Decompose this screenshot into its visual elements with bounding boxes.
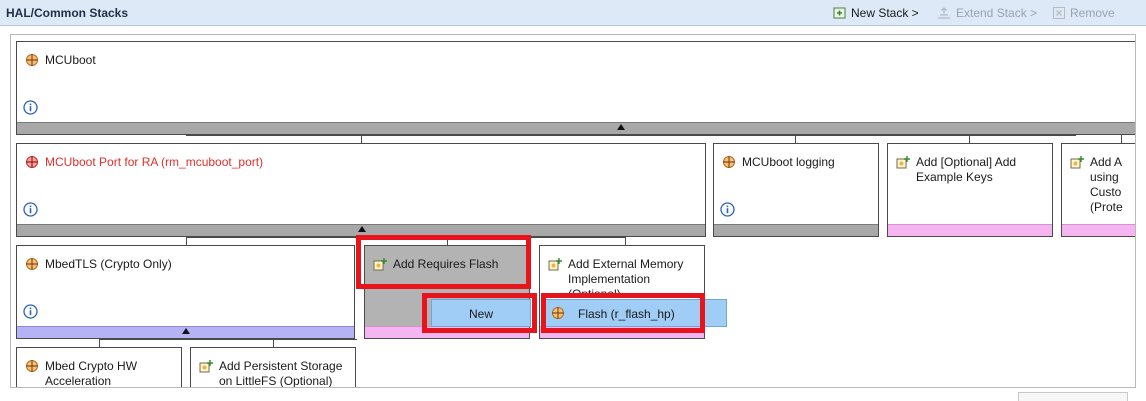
extend-stack-button[interactable]: Extend Stack >	[936, 6, 1037, 20]
new-stack-button[interactable]: New Stack >	[833, 6, 919, 20]
add-module-icon	[199, 359, 213, 373]
add-example-keys-slot[interactable]: Add [Optional] Add Example Keys	[887, 143, 1053, 237]
info-icon[interactable]	[720, 202, 735, 217]
add-requires-flash-label: Add Requires Flash	[393, 257, 499, 271]
module-icon	[25, 257, 39, 271]
collapse-arrow-icon[interactable]	[182, 328, 190, 334]
add-littlefs-slot[interactable]: Add Persistent Storage on LittleFS (Opti…	[190, 347, 356, 388]
mbed-crypto-hw-module[interactable]: Mbed Crypto HW Acceleration	[16, 347, 182, 388]
optional-bar	[888, 224, 1052, 236]
connector	[447, 237, 448, 245]
collapse-arrow-icon[interactable]	[358, 226, 366, 232]
connector	[99, 339, 100, 347]
stack-canvas: MCUboot MCUboot Port for RA (rm_mcuboot_…	[10, 34, 1136, 388]
collapse-bar[interactable]	[17, 122, 1135, 134]
collapse-bar[interactable]	[17, 326, 354, 338]
module-icon	[25, 53, 39, 67]
highlight-requires-flash	[356, 235, 531, 289]
mcuboot-port-module[interactable]: MCUboot Port for RA (rm_mcuboot_port)	[16, 143, 706, 237]
mbedtls-module[interactable]: MbedTLS (Crypto Only)	[16, 245, 355, 339]
menu-item-new[interactable]: New	[431, 299, 531, 327]
module-icon	[722, 155, 736, 169]
extend-stack-icon	[936, 6, 952, 20]
info-icon[interactable]	[23, 304, 38, 319]
connector	[795, 135, 796, 143]
menu-item-flash[interactable]: Flash (r_flash_hp)	[543, 299, 727, 327]
mcuboot-logging-label: MCUboot logging	[742, 155, 835, 169]
add-module-icon	[548, 257, 562, 271]
menu-item-flash-label: Flash (r_flash_hp)	[578, 307, 675, 321]
connector	[1121, 135, 1122, 143]
module-error-icon	[25, 155, 39, 169]
mcuboot-module[interactable]: MCUboot	[16, 41, 1135, 135]
connector	[361, 135, 362, 143]
optional-bar	[1062, 224, 1135, 236]
add-module-icon	[373, 257, 387, 271]
menu-item-new-label: New	[468, 307, 493, 321]
remove-icon	[1052, 6, 1066, 20]
add-partial-label: Add A using Custo (Prote	[1090, 155, 1123, 214]
extend-stack-label: Extend Stack >	[956, 6, 1038, 20]
highlight-menu-flash	[541, 293, 705, 333]
add-module-icon	[896, 155, 910, 169]
remove-button[interactable]: Remove	[1052, 6, 1115, 20]
mbedtls-label: MbedTLS (Crypto Only)	[45, 257, 172, 271]
info-icon[interactable]	[23, 100, 38, 115]
add-example-keys-label: Add [Optional] Add Example Keys	[916, 155, 1017, 184]
view-title: HAL/Common Stacks	[6, 6, 129, 20]
horizontal-scrollbar[interactable]	[1018, 392, 1128, 401]
flash-module-icon	[551, 306, 565, 323]
info-icon[interactable]	[23, 202, 38, 217]
add-module-icon	[1070, 155, 1084, 169]
module-icon	[25, 359, 39, 373]
add-external-memory-label: Add External Memory Implementation (Opti…	[568, 257, 684, 293]
mcuboot-logging-module[interactable]: MCUboot logging	[713, 143, 879, 237]
collapse-arrow-icon[interactable]	[617, 124, 625, 130]
connector	[186, 237, 187, 245]
view-toolbar: HAL/Common Stacks New Stack > Extend Sta…	[0, 0, 1146, 26]
connector	[273, 339, 274, 347]
highlight-menu-new	[422, 293, 537, 333]
mbed-crypto-hw-label: Mbed Crypto HW Acceleration	[45, 359, 138, 388]
connector	[99, 339, 357, 340]
connector	[969, 135, 970, 143]
add-littlefs-label: Add Persistent Storage on LittleFS (Opti…	[219, 359, 343, 388]
connector	[625, 237, 626, 245]
mcuboot-label: MCUboot	[45, 53, 96, 67]
connector	[186, 135, 1076, 136]
remove-label: Remove	[1070, 6, 1115, 20]
add-partial-slot[interactable]: Add A using Custo (Prote	[1061, 143, 1135, 237]
mcuboot-port-label: MCUboot Port for RA (rm_mcuboot_port)	[45, 155, 264, 169]
new-stack-label: New Stack >	[851, 6, 919, 20]
new-stack-icon	[833, 6, 847, 20]
collapse-bar[interactable]	[17, 224, 705, 236]
collapse-bar[interactable]	[714, 224, 878, 236]
